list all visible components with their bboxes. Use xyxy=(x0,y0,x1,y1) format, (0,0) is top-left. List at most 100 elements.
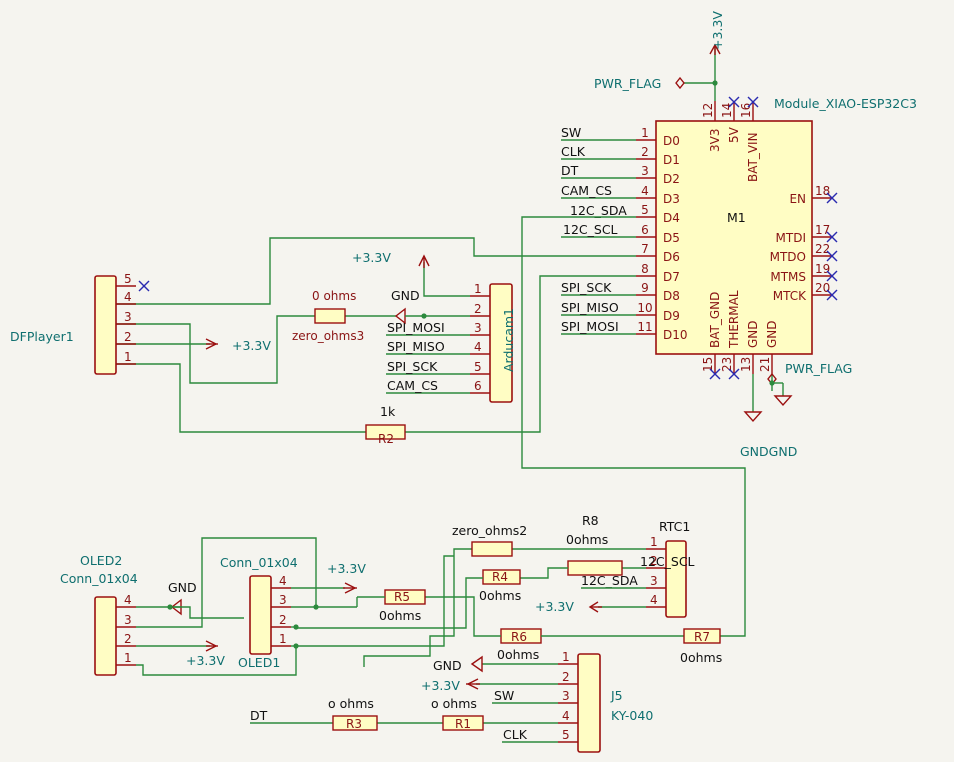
arducam-net-spi-mosi: SPI_MOSI xyxy=(387,320,445,335)
module-pin-num-10: 10 xyxy=(637,301,652,315)
rtc-ref-label: RTC1 xyxy=(659,519,690,534)
module-pin-name-d8: D8 xyxy=(663,289,680,303)
rtc-wires: +3.3V xyxy=(363,548,646,667)
module-pin-num-13: 13 xyxy=(739,357,753,372)
arducam-pin-lines xyxy=(470,295,490,394)
gnd-arducam: GND xyxy=(391,288,470,325)
rtc-net-scl: 12C_SCL xyxy=(640,554,695,569)
power-label-3v3-top: +3.3V xyxy=(710,11,725,50)
power-label-3v3-dfplayer: +3.3V xyxy=(232,338,271,353)
module-pin-name-bat-gnd: BAT_GND xyxy=(708,292,722,348)
arducam-pin-1: 1 xyxy=(474,282,482,296)
resistor-r2[interactable]: 1k R2 xyxy=(365,404,406,446)
j5-ref-label: J5 xyxy=(610,688,623,703)
oled1-body xyxy=(249,575,272,655)
module-pin-num-3: 3 xyxy=(641,164,649,178)
module-pin-num-7: 7 xyxy=(641,242,649,256)
arducam-connector[interactable]: 1 2 3 4 5 6 Arducam1 SPI_MOSI SPI_MISO S… xyxy=(386,282,516,403)
resistor-r5[interactable]: R5 0ohms xyxy=(356,589,426,623)
r6-value: 0ohms xyxy=(497,647,539,662)
dfplayer-pin-lines xyxy=(116,285,136,365)
zero-ohms3-value: 0 ohms xyxy=(312,289,356,303)
r1-ref: R1 xyxy=(455,717,471,731)
module-pin-num-8: 8 xyxy=(641,262,649,276)
j5-connector[interactable]: 1 2 3 4 5 J5 KY-040 xyxy=(558,650,653,753)
j5-wires: GND +3.3V SW CLK DT xyxy=(250,655,558,743)
oled1-wires: +3.3V xyxy=(291,555,454,649)
gnd-icon xyxy=(773,395,793,407)
arducam-pin-5: 5 xyxy=(474,360,482,374)
power-label-3v3-arducam: +3.3V xyxy=(352,250,391,265)
module-pin-num-1: 1 xyxy=(641,126,649,140)
resistor-body xyxy=(332,715,378,731)
rtc-pin-lines xyxy=(646,548,666,608)
r4-ref: R4 xyxy=(492,570,508,584)
resistor-r3[interactable]: R3 o ohms xyxy=(328,696,378,731)
arducam-wires xyxy=(386,334,470,394)
module-pin-num-22: 22 xyxy=(815,242,830,256)
power-3v3-dfplayer: +3.3V xyxy=(205,338,271,353)
resistor-r1[interactable]: R1 o ohms xyxy=(431,696,484,731)
module-ref-label: M1 xyxy=(727,210,746,225)
module-pin-num-6: 6 xyxy=(641,223,649,237)
net-label-spi-miso: SPI_MISO xyxy=(561,300,619,315)
module-power-top: +3.3V PWR_FLAG xyxy=(594,11,725,101)
oled2-pin-1: 1 xyxy=(124,651,132,665)
module-pin-num-18: 18 xyxy=(815,184,830,198)
arducam-net-spi-miso: SPI_MISO xyxy=(387,339,445,354)
module-pin-name-en: EN xyxy=(789,192,806,206)
oled1-pin-1: 1 xyxy=(279,632,287,646)
power-3v3-arducam: +3.3V xyxy=(352,250,470,297)
j5-body xyxy=(577,653,601,753)
oled1-value-label: Conn_01x04 xyxy=(220,555,298,570)
resistor-zero-ohms3[interactable]: 0 ohms zero_ohms3 xyxy=(292,289,364,343)
junction-dot xyxy=(769,380,775,386)
module-pin-name-d2: D2 xyxy=(663,172,680,186)
power-label-3v3-rtc: +3.3V xyxy=(535,599,574,614)
module-pin-num-9: 9 xyxy=(641,281,649,295)
rtc-pin-2: 2 xyxy=(650,554,658,568)
module-pin-num-16: 16 xyxy=(739,103,753,118)
zero-ohms2-ref: zero_ohms2 xyxy=(452,523,527,538)
module-xiao-esp32c3[interactable]: 1 2 3 4 5 6 7 8 9 10 11 D0 D1 D2 D3 D4 D… xyxy=(561,96,917,380)
oled1-connector[interactable]: 4 3 2 1 Conn_01x04 OLED1 xyxy=(220,555,298,670)
rtc-connector[interactable]: 1 2 3 4 RTC1 12C_SCL 12C_SDA xyxy=(581,519,695,618)
dfplayer-connector[interactable]: 5 4 3 2 1 DFPlayer1 xyxy=(10,272,150,375)
resistor-body xyxy=(482,569,521,585)
module-pin-name-thermal: THERMAL xyxy=(727,290,741,349)
resistor-r7[interactable]: R7 0ohms xyxy=(680,628,722,665)
junction-dot xyxy=(313,604,319,610)
module-pin-name-d5: D5 xyxy=(663,231,680,245)
j5-net-sw: SW xyxy=(494,688,514,703)
module-pin-name-d1: D1 xyxy=(663,153,680,167)
dfplayer-pin-5: 5 xyxy=(124,272,132,286)
resistor-r4[interactable]: R4 0ohms xyxy=(296,569,521,629)
module-pin-name-mtdo: MTDO xyxy=(770,250,806,264)
oled2-pin-2: 2 xyxy=(124,632,132,646)
r8-ref: R8 xyxy=(582,513,599,528)
resistor-r8[interactable]: R8 0ohms xyxy=(520,513,623,579)
module-pin-num-17: 17 xyxy=(815,223,830,237)
resistor-r6[interactable]: R6 0ohms xyxy=(425,596,684,662)
r1-value: o ohms xyxy=(431,696,477,711)
oled2-connector[interactable]: 4 3 2 1 OLED2 Conn_01x04 xyxy=(60,553,138,676)
junction-dot xyxy=(712,80,718,86)
module-pin-name-d9: D9 xyxy=(663,309,680,323)
resistor-zero-ohms2[interactable]: zero_ohms2 xyxy=(452,523,527,557)
arducam-pin-4: 4 xyxy=(474,340,482,354)
oled2-pin-3: 3 xyxy=(124,613,132,627)
oled1-pin-2: 2 xyxy=(279,613,287,627)
module-pin-name-5v: 5V xyxy=(727,126,741,143)
module-pin-num-2: 2 xyxy=(641,145,649,159)
module-pin-name-mtms: MTMS xyxy=(770,270,806,284)
module-pin-name-d10: D10 xyxy=(663,328,688,342)
r3-value: o ohms xyxy=(328,696,374,711)
gnd-icon xyxy=(743,411,763,423)
net-label-cam-cs: CAM_CS xyxy=(561,183,612,198)
junction-dot xyxy=(421,313,427,319)
net-label-spi-sck: SPI_SCK xyxy=(561,280,612,295)
r5-ref: R5 xyxy=(394,590,410,604)
power-label-3v3-j5: +3.3V xyxy=(421,678,460,693)
module-pin-name-gnd-13: GND xyxy=(746,320,760,348)
r4-value: 0ohms xyxy=(479,588,521,603)
